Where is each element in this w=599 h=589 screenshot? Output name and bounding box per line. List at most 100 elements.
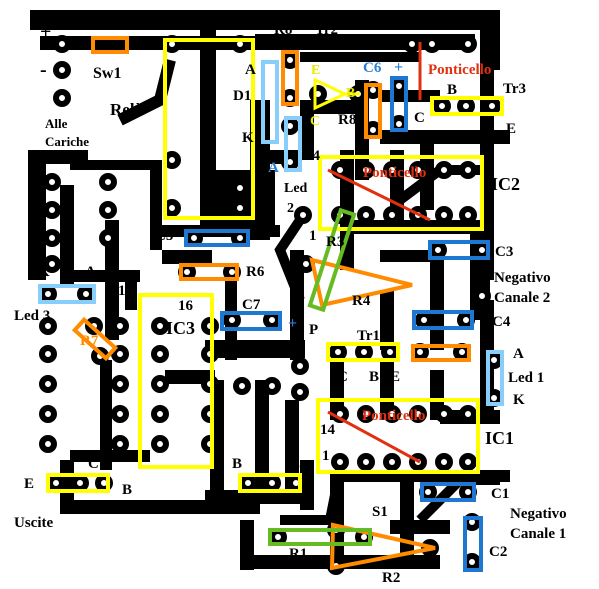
solder-pad xyxy=(269,528,287,546)
solder-pad xyxy=(457,97,475,115)
label-rele: Relè xyxy=(110,100,143,119)
label-r2: R2 xyxy=(382,570,400,586)
solder-pad xyxy=(43,173,61,191)
jumper-ic2 xyxy=(327,168,431,222)
label-tr3: Tr3 xyxy=(503,81,526,97)
solder-pad xyxy=(383,405,401,423)
solder-pad xyxy=(473,287,491,305)
label-a-led2: A xyxy=(268,160,279,176)
solder-pad xyxy=(151,435,169,453)
label-c-tr2: C xyxy=(310,114,320,129)
solder-pad xyxy=(53,89,71,107)
label-c1: C1 xyxy=(491,486,509,502)
label-ic3: IC3 xyxy=(166,318,195,338)
label-b-br: B xyxy=(232,456,242,472)
label-cariche: Cariche xyxy=(45,134,89,149)
solder-pad xyxy=(459,206,477,224)
label-ic1: IC1 xyxy=(485,428,514,448)
solder-pad xyxy=(151,405,169,423)
label-led1: Led 1 xyxy=(508,370,544,386)
capacitors xyxy=(184,76,490,572)
label-ponticello-top: Ponticello xyxy=(428,62,491,78)
label-e-tr1: E xyxy=(390,369,400,385)
solder-pad xyxy=(435,206,453,224)
solder-pad xyxy=(111,345,129,363)
solder-pad xyxy=(99,173,117,191)
solder-pad xyxy=(390,77,408,95)
ic2-outline xyxy=(318,155,484,231)
label-c7-plus: + xyxy=(288,315,297,332)
solder-pad xyxy=(163,199,181,217)
label-c3: C3 xyxy=(495,244,513,260)
solder-pad xyxy=(435,161,453,179)
label-alle: Alle xyxy=(45,116,68,131)
label-k-d1: K xyxy=(242,130,254,146)
resistors-green xyxy=(268,207,372,546)
solder-pad xyxy=(459,453,477,471)
capacitor-c4 xyxy=(412,310,474,330)
ic1-outline xyxy=(316,398,480,474)
label-led3: Led 3 xyxy=(14,308,50,324)
solder-pad xyxy=(435,453,453,471)
label-pin1-ic1: 1 xyxy=(322,448,330,464)
ic3-outline xyxy=(138,293,214,469)
solder-pad xyxy=(111,435,129,453)
solder-pad xyxy=(231,179,249,197)
solder-pad xyxy=(429,241,447,259)
label-c4: C4 xyxy=(492,314,511,330)
label-r8-mid: R8 xyxy=(338,112,356,128)
solder-pad xyxy=(459,405,477,423)
resistor-r2 xyxy=(329,522,436,571)
label-k-led1: K xyxy=(513,392,525,408)
label-k-led3: K xyxy=(38,264,50,280)
label-ponticello-ic2: Ponticello xyxy=(363,165,426,181)
solder-pad xyxy=(281,51,299,69)
solder-pad xyxy=(111,405,129,423)
tr-bl-outline xyxy=(46,473,110,493)
jumpers xyxy=(327,42,431,464)
solder-pad xyxy=(39,285,57,303)
led-led3 xyxy=(38,284,96,304)
label-a-d1: A xyxy=(245,62,256,78)
solder-pad xyxy=(294,206,312,224)
solder-pad xyxy=(151,375,169,393)
label-c-br: C xyxy=(248,494,259,510)
solder-pad xyxy=(415,311,433,329)
solder-pad xyxy=(357,405,375,423)
resistors xyxy=(71,36,471,571)
label-led2-b: 2 xyxy=(287,201,294,216)
label-r7: R7 xyxy=(80,333,99,349)
capacitor-c5 xyxy=(184,229,250,247)
resistor-r3 xyxy=(307,207,357,313)
tr2-outline xyxy=(313,77,349,111)
resistor-r6 xyxy=(179,263,239,281)
label-led2-a: Led xyxy=(284,181,308,196)
capacitor-c1 xyxy=(420,482,476,502)
label-tr1: Tr1 xyxy=(357,328,380,344)
label-c5: C5 xyxy=(155,228,173,244)
label-c-tr1: C xyxy=(337,369,348,385)
label-b-tr3: B xyxy=(447,82,457,98)
led-led2 xyxy=(284,116,302,172)
label-r4: R4 xyxy=(352,293,371,309)
solder-pad xyxy=(463,553,481,571)
solder-pad xyxy=(231,199,249,217)
solder-pad xyxy=(111,375,129,393)
solder-pad xyxy=(263,311,281,329)
label-b-tr1: B xyxy=(369,369,379,385)
solder-pad xyxy=(409,405,427,423)
solder-pad xyxy=(77,285,95,303)
label-r1: R1 xyxy=(289,546,307,562)
label-pin14-ic2: 14 xyxy=(305,148,321,164)
label-d1: D1 xyxy=(233,88,251,104)
label-a-led1: A xyxy=(513,346,524,362)
solder-pad xyxy=(263,474,281,492)
solder-pad xyxy=(357,206,375,224)
label-e-bl: E xyxy=(24,476,34,492)
label-s2: S2 xyxy=(385,250,401,266)
solder-pad xyxy=(263,377,281,395)
solder-pad xyxy=(43,201,61,219)
label-neg-ch2-b: Canale 2 xyxy=(494,290,550,306)
relay-outline xyxy=(163,38,255,220)
